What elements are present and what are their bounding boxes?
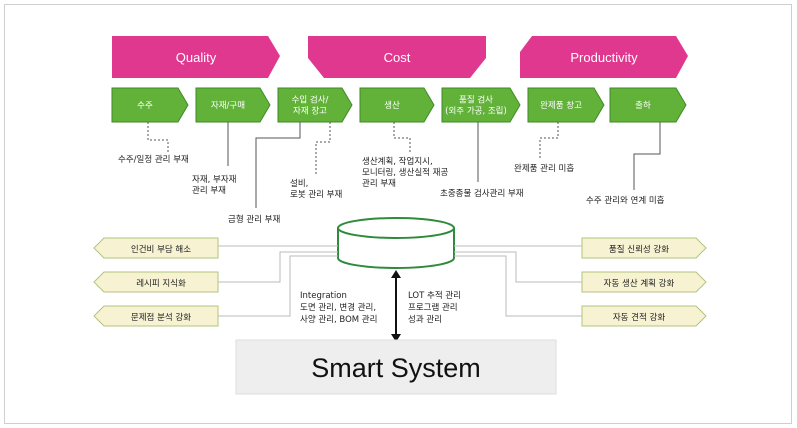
outcome-arrow-shape [581,271,707,293]
process-step-shape [609,87,687,123]
integration-text: Integration 도면 관리, 변경 관리, 사양 관리, BOM 관리 [300,291,379,325]
problem-note-warehouse: 완제품 관리 미흡 [514,163,574,174]
left-outcome-3: 문제점 분석 강화 [93,305,219,327]
header-cost-shape [308,36,486,78]
connector-warehouse [539,122,559,158]
outcome-label: 레시피 지식화 [136,279,186,289]
connector-right-3 [454,255,582,317]
process-step-shape [441,87,521,123]
process-step-label: 수주 [137,101,153,111]
connector-production [393,122,411,152]
header-quality-label: Quality [176,50,217,65]
header-productivity-shape [520,36,688,78]
problem-note-material: 자재, 부자재 관리 부재 [192,175,239,196]
connector-lines [147,122,661,208]
process-step-shape [111,87,189,123]
database-top [337,217,455,239]
process-step-product-warehouse: 완제품 창고 [527,87,605,123]
process-step-shipping: 출하 [609,87,687,123]
process-row: 수주 자재/구매 수입 검사/자재 창고 생산 품질 검사(외주 가공, 조립) 완제품 … [111,87,687,123]
connector-mold [255,122,301,208]
lot-text: LOT 추적 관리 프로그램 관리 성과 관리 [408,290,464,325]
database-body [337,228,455,269]
outcome-arrow-shape [581,237,707,259]
sync-arrow-head-up [391,270,401,278]
header-cost: Cost [308,36,486,78]
left-outcome-2: 레시피 지식화 [93,271,219,293]
process-step-production: 생산 [359,87,435,123]
process-step-label: 완제품 창고 [540,101,582,111]
integration-notes: Integration 도면 관리, 변경 관리, 사양 관리, BOM 관리 … [300,290,464,325]
problem-note-mold: 금형 관리 부재 [228,214,280,225]
problem-note-inspection: 초중종물 검사관리 부재 [440,188,524,199]
connector-equipment [315,122,331,174]
smart-system: Smart System [235,339,557,395]
right-outcome-1: 품질 신뢰성 강화 [581,237,707,259]
connector-shipping [633,122,661,190]
right-outcome-2: 자동 생산 계획 강화 [581,271,707,293]
header-quality-shape [112,36,280,78]
sync-arrow [391,270,401,342]
process-step-label: 출하 [635,100,651,111]
process-step-shape [527,87,605,123]
connector-left-2 [218,251,338,283]
problem-note-equipment: 설비, 로봇 관리 부재 [290,178,342,200]
smart-system-box [235,339,557,395]
outcome-label: 자동 생산 계획 강화 [604,278,675,289]
problem-note-shipping: 수주 관리와 연계 미흡 [586,195,665,206]
outcome-label: 품질 신뢰성 강화 [609,244,669,255]
database-cylinder [337,217,455,269]
connector-order [147,122,169,152]
outcome-label: 인건비 부담 해소 [131,244,191,255]
process-step-label: 수입 검사/자재 창고 [292,95,329,117]
process-step-shape [277,87,353,123]
process-step-label: 자재/구매 [211,101,245,111]
left-outcome-1: 인건비 부담 해소 [93,237,219,259]
sync-arrow-head-down [391,334,401,342]
header-quality: Quality [112,36,280,78]
right-outcome-3: 자동 견적 강화 [581,305,707,327]
problem-notes: 수주/일정 관리 부재 자재, 부자재 관리 부재 금형 관리 부재 설비, 로… [118,154,665,225]
process-step-label: 생산 [384,100,400,111]
process-step-order: 수주 [111,87,189,123]
outcome-arrow-shape [93,237,219,259]
connector-left-3 [218,255,338,317]
process-step-material-purchase: 자재/구매 [195,87,271,123]
diagram-frame [4,4,792,424]
process-step-shape [359,87,435,123]
process-step-incoming-inspection: 수입 검사/자재 창고 [277,87,353,123]
problem-note-order: 수주/일정 관리 부재 [118,154,189,165]
outcome-arrow-shape [93,271,219,293]
header-productivity-label: Productivity [570,50,638,65]
outcome-label: 자동 견적 강화 [613,312,666,323]
outcome-connectors [218,245,582,317]
outcome-arrow-shape [581,305,707,327]
process-step-shape [195,87,271,123]
outcome-label: 문제점 분석 강화 [131,312,191,323]
process-step-quality-inspection: 품질 검사(외주 가공, 조립) [441,87,521,123]
header-productivity: Productivity [520,36,688,78]
outcome-arrow-shape [93,305,219,327]
connector-right-2 [454,251,582,283]
process-step-label: 품질 검사(외주 가공, 조립) [445,95,507,117]
smart-system-label: Smart System [311,353,481,383]
header-cost-label: Cost [384,50,411,65]
problem-note-production: 생산계획, 작업지시, 모니터링, 생산실적 재공 관리 부재 [362,156,451,189]
